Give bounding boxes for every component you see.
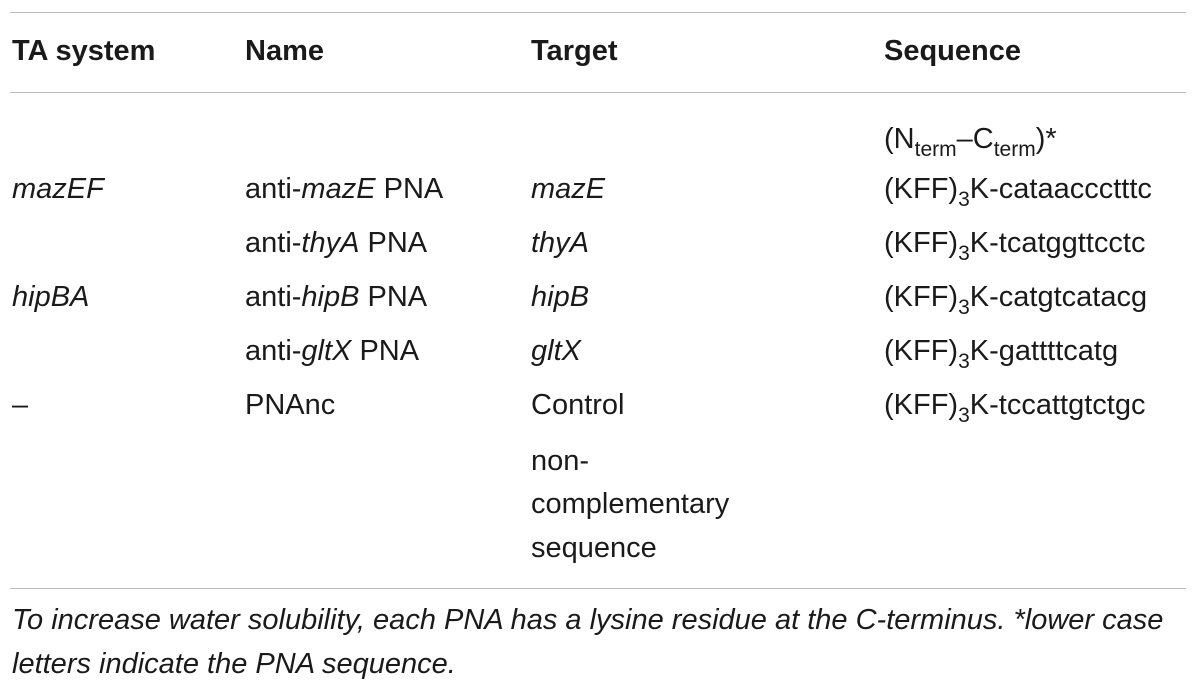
row3-seq-suffix: K-catgtcatacg <box>969 281 1148 313</box>
note-prefix: (N <box>884 123 915 155</box>
row5-sequence: (KFF)3K-tccattgtctgc <box>884 388 1146 427</box>
control-continuation-3: sequence <box>531 532 657 564</box>
row2-seq-prefix: (KFF) <box>884 227 959 259</box>
control-continuation-2: complementary <box>531 488 730 520</box>
row4-name-gene: gltX <box>301 335 352 367</box>
row4-name-prefix: anti- <box>245 335 302 367</box>
table-top-rule <box>10 12 1186 13</box>
row4-seq-prefix: (KFF) <box>884 335 959 367</box>
row3-ta-system: hipBA <box>12 281 90 313</box>
row4-seq-suffix: K-gattttcatg <box>969 335 1119 367</box>
row3-target: hipB <box>531 281 590 313</box>
note-suffix: )* <box>1035 123 1057 155</box>
row4-name-suffix: PNA <box>351 335 420 367</box>
row3-name-gene: hipB <box>301 281 360 313</box>
note-sub-1: term <box>914 138 957 161</box>
table-bottom-rule <box>10 588 1186 589</box>
row3-name-suffix: PNA <box>359 281 428 313</box>
row4-name: anti-gltX PNA <box>245 334 419 368</box>
sequence-direction-note: (Nterm–Cterm)* <box>884 122 1057 161</box>
row1-seq-suffix: K-cataaccctttc <box>969 173 1152 205</box>
row4-seq-sub: 3 <box>958 350 970 373</box>
control-continuation-1: non- <box>531 445 590 477</box>
row3-name-prefix: anti- <box>245 281 302 313</box>
row5-ta-system: – <box>12 389 29 421</box>
row1-seq-sub: 3 <box>958 188 970 211</box>
row5-target: Control <box>531 389 625 421</box>
row5-name: PNAnc <box>245 389 336 421</box>
row1-name: anti-mazE PNA <box>245 172 443 206</box>
row3-name: anti-hipB PNA <box>245 280 427 314</box>
row4-target: gltX <box>531 335 581 367</box>
row2-sequence: (KFF)3K-tcatggttcctc <box>884 226 1146 265</box>
row5-seq-sub: 3 <box>958 404 970 427</box>
row5-seq-suffix: K-tccattgtctgc <box>969 389 1146 421</box>
table-footnote: To increase water solubility, each PNA h… <box>12 604 1164 680</box>
row1-ta-system: mazEF <box>12 173 104 205</box>
row1-name-suffix: PNA <box>375 173 444 205</box>
header-ta-system: TA system <box>12 35 156 67</box>
row2-name: anti-thyA PNA <box>245 226 427 260</box>
header-name: Name <box>245 35 324 67</box>
row1-target: mazE <box>531 173 606 205</box>
row2-name-prefix: anti- <box>245 227 302 259</box>
row1-sequence: (KFF)3K-cataaccctttc <box>884 172 1152 211</box>
row2-seq-suffix: K-tcatggttcctc <box>969 227 1146 259</box>
row5-seq-prefix: (KFF) <box>884 389 959 421</box>
row2-target: thyA <box>531 227 590 259</box>
header-sequence: Sequence <box>884 35 1021 67</box>
row2-seq-sub: 3 <box>958 242 970 265</box>
row2-name-suffix: PNA <box>359 227 428 259</box>
row3-seq-sub: 3 <box>958 296 970 319</box>
table-header-rule <box>10 92 1186 93</box>
row2-name-gene: thyA <box>301 227 360 259</box>
row3-sequence: (KFF)3K-catgtcatacg <box>884 280 1148 319</box>
note-sub-2: term <box>993 138 1036 161</box>
row1-seq-prefix: (KFF) <box>884 173 959 205</box>
row3-seq-prefix: (KFF) <box>884 281 959 313</box>
row4-sequence: (KFF)3K-gattttcatg <box>884 334 1119 373</box>
note-mid: –C <box>956 123 994 155</box>
header-target: Target <box>531 35 618 67</box>
row1-name-prefix: anti- <box>245 173 302 205</box>
row1-name-gene: mazE <box>301 173 376 205</box>
